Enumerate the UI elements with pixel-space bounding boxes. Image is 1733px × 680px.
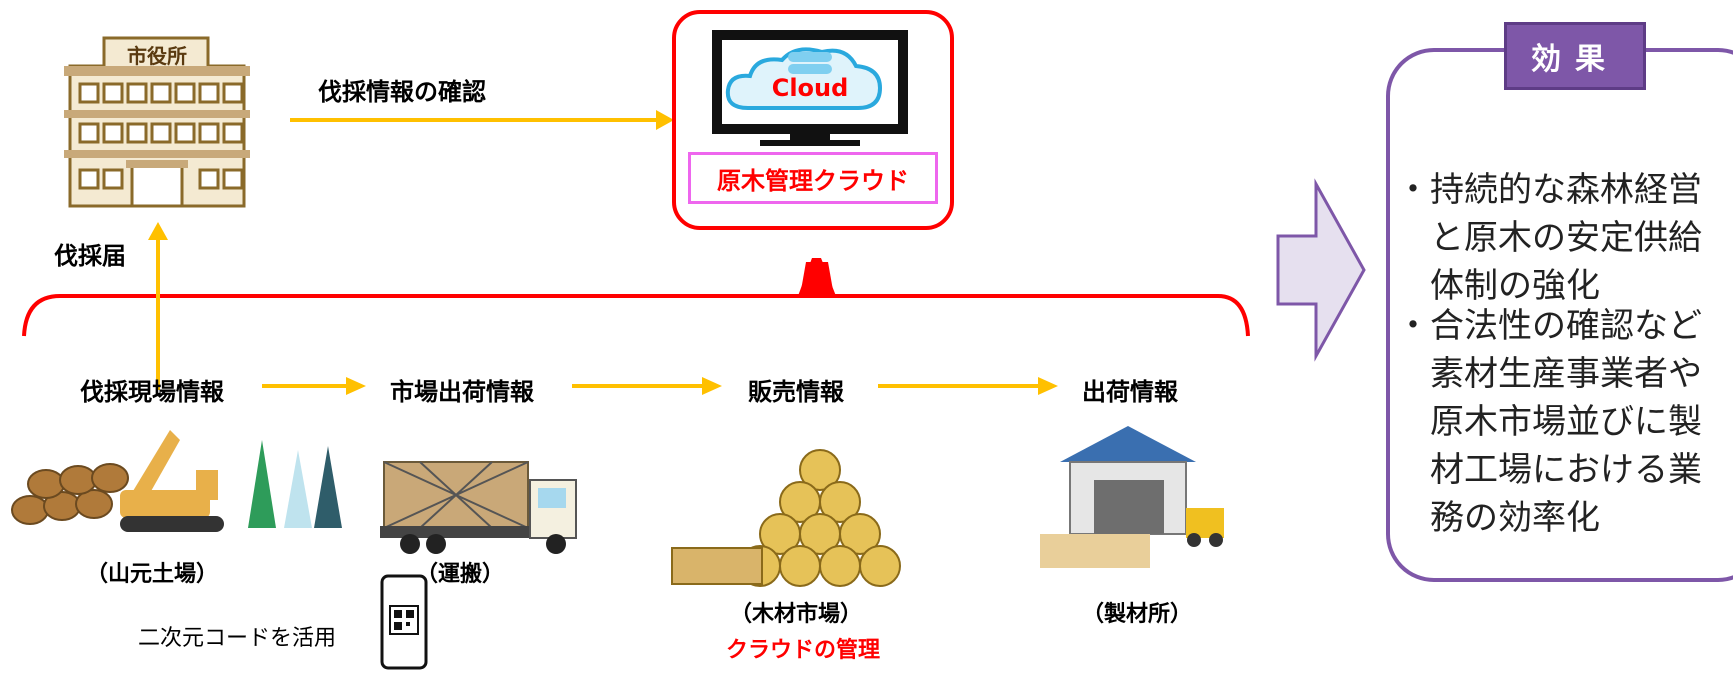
effect-item-2-line-4: 材工場における業 [1430,450,1702,490]
flow-place-3: （製材所） [1082,602,1193,627]
effect-item-2-line-2: 素材生産事業者や [1430,354,1702,394]
effect-item-1-line-3: 体制の強化 [1430,266,1600,306]
city-hall-illustration [64,36,250,208]
effect-title: 効果 [1504,22,1646,90]
cloud-screen-text: Cloud [771,74,849,102]
flow-info-0: 伐採現場情報 [80,378,224,406]
truck-illustration [380,461,577,554]
effect-item-2-line-3: 原木市場並びに製 [1430,402,1702,442]
flow-info-1: 市場出荷情報 [390,378,534,406]
flow-info-2: 販売情報 [748,378,844,406]
effect-item-1-line-2: と原木の安定供給 [1430,218,1702,258]
report-label: 伐採届 [54,242,126,270]
warehouse-illustration [1040,426,1224,568]
flow-note-2: クラウドの管理 [726,638,881,663]
effect-item-1: ・持続的な森林経営 と原木の安定供給 体制の強化 [1396,166,1702,310]
flow-arrow-2 [702,377,722,395]
effect-panel [1386,48,1733,582]
flow-info-3: 出荷情報 [1082,378,1178,406]
flow-arrow-3 [1038,377,1058,395]
flow-place-2: （木材市場） [730,602,863,627]
flow-arrow-1 [346,377,366,395]
red-bracket [22,294,1250,337]
report-arrow-head [148,222,168,240]
log-pile-illustration [671,449,901,587]
effect-item-2-line-1: ・合法性の確認など [1396,306,1702,346]
flow-place-0: （山元土場） [86,562,219,587]
flow-place-1: （運搬） [416,562,505,587]
effect-item-2: ・合法性の確認など 素材生産事業者や 原木市場並びに製 材工場における業 務の効… [1396,302,1702,542]
confirm-info-label: 伐採情報の確認 [318,78,486,106]
confirm-arrow-head [656,110,674,130]
effect-item-2-line-5: 務の効率化 [1430,498,1600,538]
cloud-name-label: 原木管理クラウド [688,152,938,204]
big-right-arrow [1276,178,1366,362]
qr-note: 二次元コードを活用 [138,626,337,651]
effect-item-1-line-1: ・持続的な森林経営 [1396,170,1702,210]
forest-site-illustration [11,430,342,532]
cloud-stem [800,262,834,296]
smartphone-qr-illustration [380,574,428,670]
city-hall-sign: 市役所 [127,44,187,68]
